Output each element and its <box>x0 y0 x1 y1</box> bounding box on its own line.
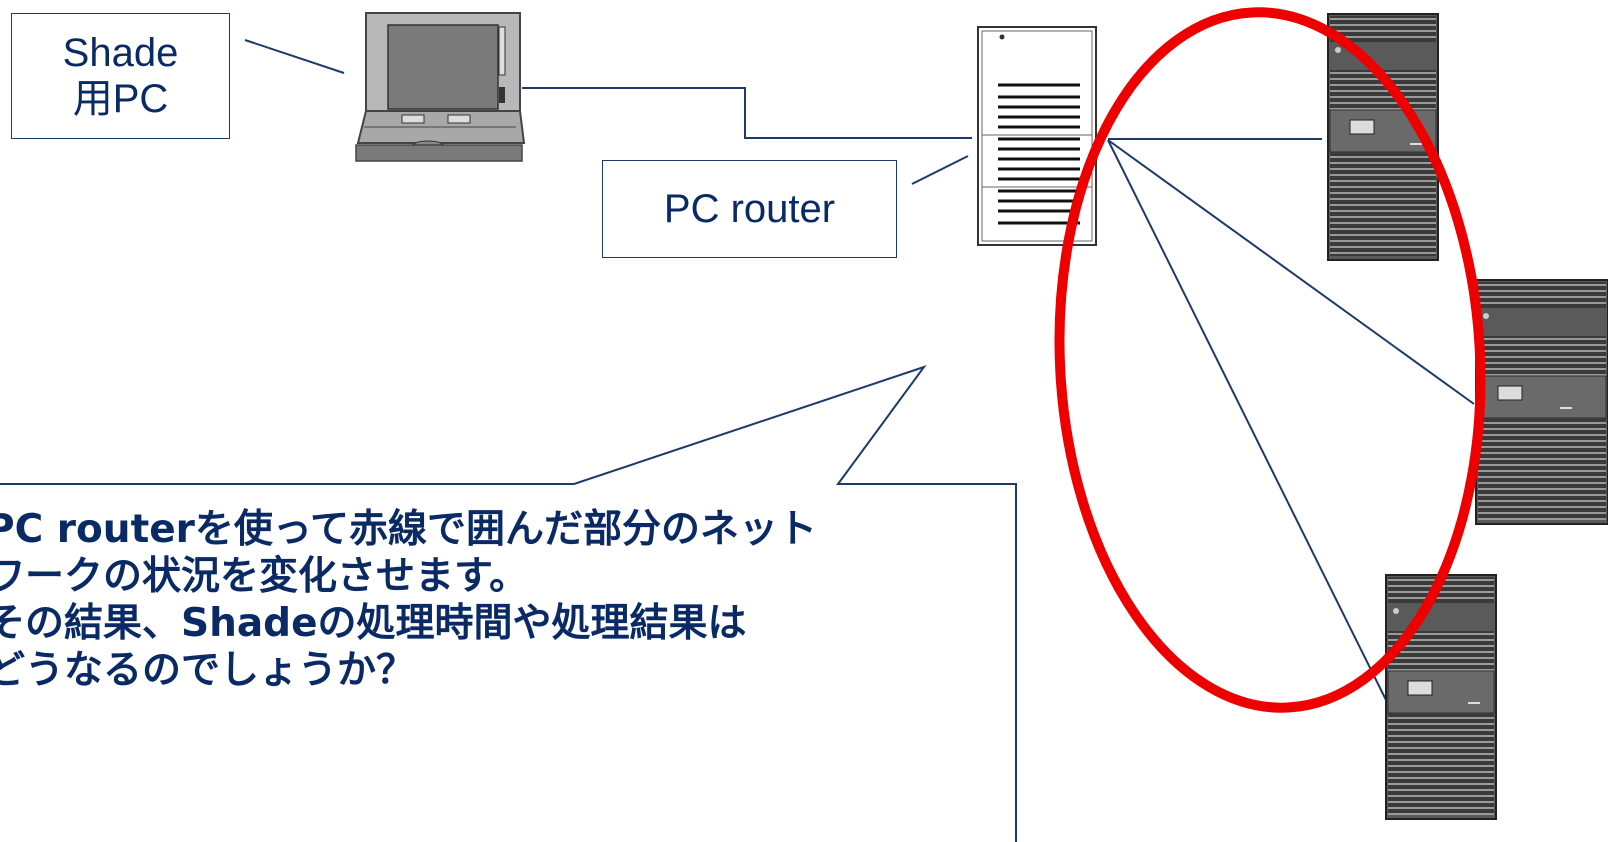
connections <box>244 39 1475 701</box>
link-router-to-server-2 <box>1107 139 1475 405</box>
link-label-router-to-router <box>911 155 969 185</box>
router-tower-icon <box>977 26 1097 246</box>
shade-pc-label-line1: Shade <box>62 31 179 75</box>
shade-pc-label-line2: 用PC <box>72 77 169 121</box>
callout-bubble <box>0 365 1017 842</box>
highlight-ellipse <box>1054 7 1486 713</box>
server-tower-icon <box>1327 13 1439 261</box>
pc-router-label-text: PC router <box>663 187 836 231</box>
link-router-to-server-3 <box>1107 139 1387 701</box>
server-tower-icon <box>1385 574 1497 820</box>
link-laptop-to-router <box>522 87 972 139</box>
callout-line: どうなるのでしょうか？ <box>0 648 416 693</box>
link-label-shade-to-laptop <box>244 39 345 74</box>
pc-router-label: PC router <box>602 160 897 258</box>
callout-text: PC routerを使って赤線で囲んだ部分のネット ワークの状況を変化させます。… <box>0 506 996 694</box>
server-tower-icon <box>1475 279 1608 525</box>
laptop-icon <box>355 12 526 162</box>
callout-line: PC routerを使って赤線で囲んだ部分のネット <box>0 507 817 552</box>
shade-pc-label: Shade 用PC <box>11 13 230 139</box>
callout-line: その結果、Shadeの処理時間や処理結果は <box>0 601 747 646</box>
callout-line: ワークの状況を変化させます。 <box>0 554 529 599</box>
